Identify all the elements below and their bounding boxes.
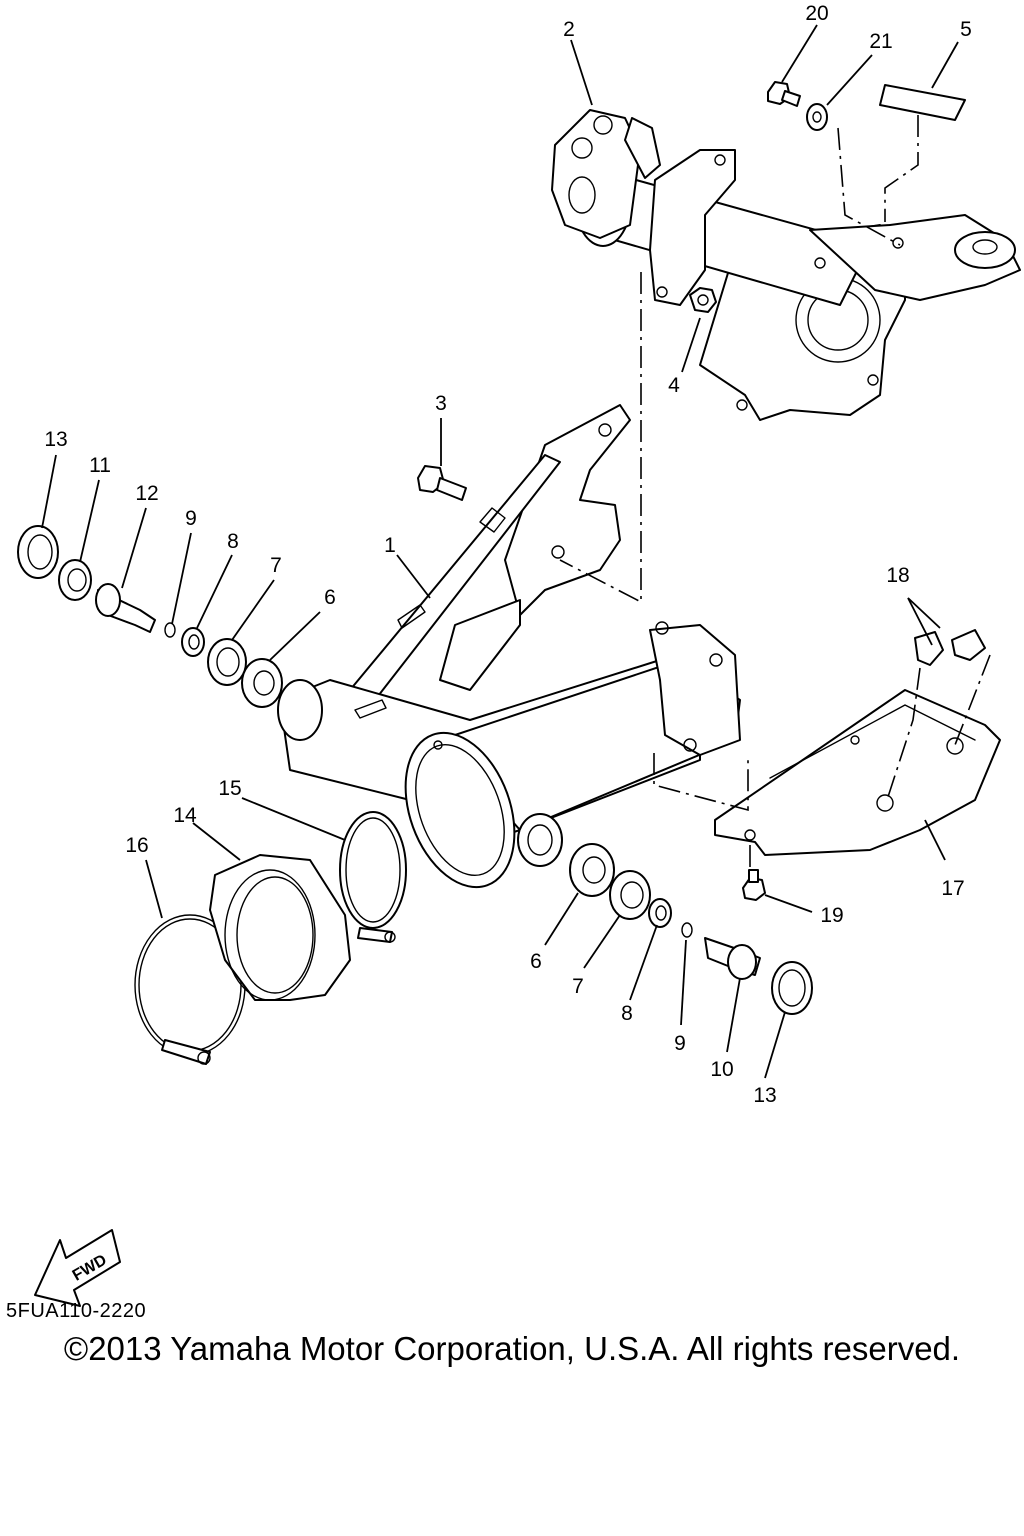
label-3: 3	[435, 392, 447, 415]
label-8b: 8	[621, 1002, 633, 1025]
label-9b: 9	[674, 1032, 686, 1055]
label-16: 16	[125, 834, 148, 857]
label-9a: 9	[185, 507, 197, 530]
label-21: 21	[869, 30, 892, 53]
leader-lines	[41, 24, 959, 1079]
label-8a: 8	[227, 530, 239, 553]
label-10: 10	[710, 1058, 733, 1081]
drawing-code: 5FUA110-2220	[6, 1300, 147, 1322]
label-19: 19	[820, 904, 843, 927]
label-17: 17	[941, 877, 964, 900]
swing-arm	[277, 404, 741, 889]
label-4: 4	[668, 374, 680, 397]
label-2: 2	[563, 18, 575, 41]
label-13a: 13	[44, 428, 67, 451]
label-11: 11	[89, 454, 111, 477]
grommets-18	[914, 629, 986, 666]
bolt-19	[742, 869, 766, 901]
axle-housing	[551, 109, 1021, 421]
label-6a: 6	[324, 586, 336, 609]
label-14: 14	[173, 804, 197, 827]
label-7b: 7	[572, 975, 584, 998]
right-bearing-stack	[569, 843, 813, 1015]
label-15: 15	[218, 777, 241, 800]
label-6b: 6	[530, 950, 542, 973]
gasket-15	[339, 811, 407, 943]
alignment-lines	[559, 115, 991, 870]
label-13b: 13	[753, 1084, 776, 1107]
label-5	[879, 84, 966, 121]
cotter-pin	[397, 604, 426, 629]
bolt-20	[767, 81, 801, 107]
label-12: 12	[135, 482, 158, 505]
label-18: 18	[886, 564, 909, 587]
label-1: 1	[384, 534, 396, 557]
fwd-arrow-icon: FWD	[34, 1229, 121, 1307]
bolt-3	[417, 465, 506, 533]
label-5: 5	[960, 18, 972, 41]
washer-21	[806, 103, 828, 131]
part-labels: 1 2 3 4 5 6 7 8 9 11 12 13 14 15 16 6 7 …	[44, 2, 972, 1107]
copyright-notice: ©2013 Yamaha Motor Corporation, U.S.A. A…	[63, 1330, 961, 1367]
left-bearing-stack	[17, 525, 283, 708]
boot-14	[209, 854, 351, 1001]
label-7a: 7	[270, 554, 282, 577]
guard-17	[714, 689, 1001, 856]
label-20: 20	[805, 2, 828, 25]
